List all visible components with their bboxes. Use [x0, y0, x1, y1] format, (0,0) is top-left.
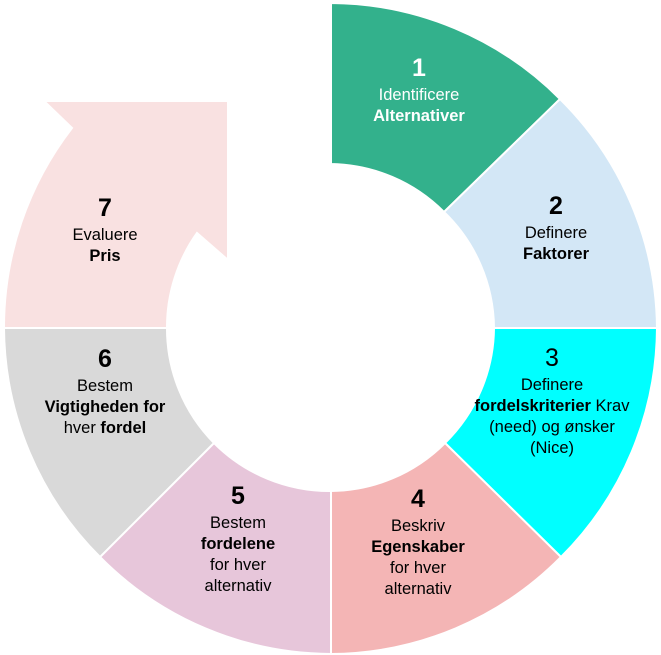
segment-5-fordelene	[98, 441, 332, 655]
segment-1-identificere	[330, 1, 562, 214]
label-segment-5: 5 Bestem fordelene for hver alternativ	[200, 482, 276, 595]
segment-6-vigtigheden	[2, 327, 216, 559]
segment-7-evaluere-pris-arrow	[2, 100, 229, 329]
label-segment-2: 2 Definere Faktorer	[522, 192, 590, 263]
segment-4-egenskaber	[330, 441, 563, 655]
label-segment-7: 7 Evaluere Pris	[72, 194, 138, 265]
label-segment-6: 6 Bestem Vigtigheden for hver fordel	[44, 345, 166, 437]
label-segment-3: 3 Definere fordelskriterier Krav (need) …	[474, 344, 630, 457]
label-segment-1: 1 Identificere Alternativer	[373, 54, 465, 125]
label-segment-4: 4 Beskriv Egenskaber for hver alternativ	[371, 485, 465, 598]
